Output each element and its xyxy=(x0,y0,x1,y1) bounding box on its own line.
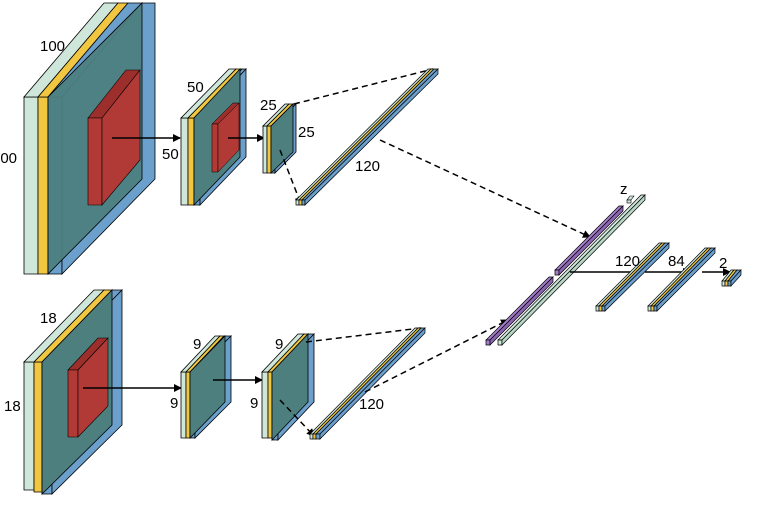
merge-purple-bar-lower xyxy=(485,276,554,346)
bottom-to-merge-arrow xyxy=(364,319,509,393)
bottom-conv1-block xyxy=(180,335,232,439)
merge-fc1-label: 120 xyxy=(615,253,640,270)
top-fc-bar xyxy=(295,68,439,206)
bottom-conv2-block xyxy=(261,332,315,442)
top-to-merge-arrow xyxy=(379,139,591,238)
merge-fc2-bar xyxy=(647,247,716,312)
merge-z-label: z xyxy=(620,181,628,198)
top-conv2-block xyxy=(262,103,297,174)
top-conv2-height-label: 25 xyxy=(298,124,315,141)
top-conv1-block xyxy=(180,67,247,206)
merge-purple-bar-upper xyxy=(554,205,624,276)
top-conv1-height-label: 50 xyxy=(162,146,179,163)
bottom-input-height-label: 18 xyxy=(4,398,21,415)
top-projection-upper xyxy=(293,68,434,105)
bottom-input-block xyxy=(23,289,123,495)
bottom-projection-lower xyxy=(279,399,315,437)
top-fc-size-label: 120 xyxy=(355,158,380,175)
bottom-conv2-height-label: 9 xyxy=(250,395,258,412)
bottom-conv2-width-label: 9 xyxy=(275,336,283,353)
top-input-width-label: 100 xyxy=(40,38,65,55)
bottom-fc-bar xyxy=(309,327,426,440)
top-conv2-width-label: 25 xyxy=(260,97,277,114)
top-input-height-label: 100 xyxy=(0,150,17,167)
bottom-fc-size-label: 120 xyxy=(359,396,384,413)
top-conv1-width-label: 50 xyxy=(187,79,204,96)
bottom-conv1-height-label: 9 xyxy=(170,395,178,412)
merge-output-bar xyxy=(721,269,742,287)
merge-fc2-label: 84 xyxy=(668,253,685,270)
merge-concat-bar xyxy=(497,194,646,346)
merge-z-node xyxy=(626,195,635,204)
merge-fc1-bar xyxy=(595,242,670,312)
bottom-conv1-width-label: 9 xyxy=(193,336,201,353)
bottom-input-width-label: 18 xyxy=(40,310,57,327)
merge-output-label: 2 xyxy=(719,255,727,272)
